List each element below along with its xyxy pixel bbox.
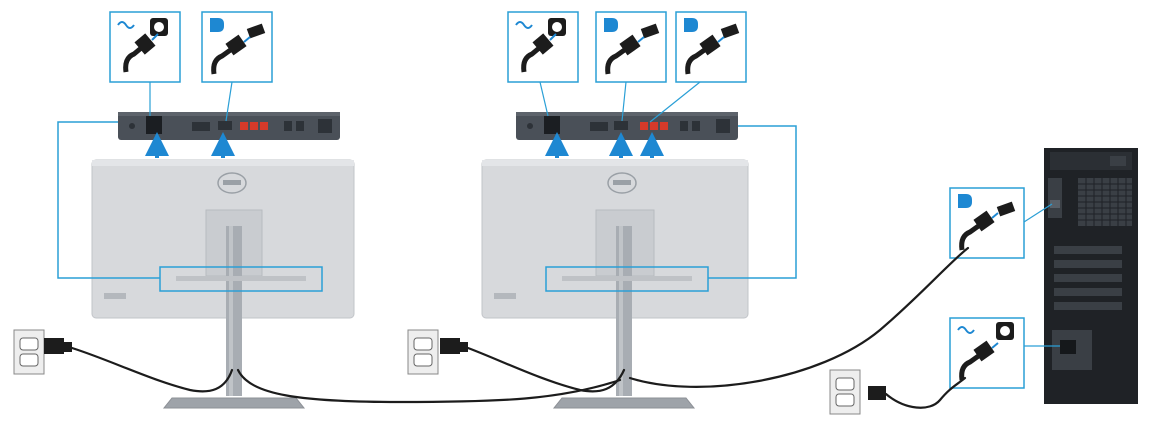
- callout-displayport-1: [201, 11, 273, 83]
- dp-in-port: [614, 121, 628, 130]
- monitor-2-cable-callout: [545, 266, 709, 292]
- power-plug-icon: [959, 349, 986, 381]
- dp-cable-m2-pc: [628, 246, 970, 388]
- callout-ac-power-1: [109, 11, 181, 83]
- callout-pc-displayport: [949, 187, 1025, 259]
- cables: [70, 246, 970, 409]
- wall-outlet-icon: [13, 329, 45, 375]
- power-cable-monitor-2: [466, 346, 626, 393]
- wall-outlet-icon: [407, 329, 439, 375]
- dell-logo-icon: [217, 172, 247, 194]
- callout-displayport-in-2: [595, 11, 667, 83]
- displayport-icon: [958, 194, 972, 208]
- power-port: [146, 116, 162, 134]
- monitor-1-base: [162, 397, 306, 409]
- dp-cable-m1-m2: [236, 368, 622, 404]
- tilde-ac-icon: [957, 326, 975, 334]
- monitor-1-cable-callout: [159, 266, 323, 292]
- monitor-2-base: [552, 397, 696, 409]
- power-port: [544, 116, 560, 134]
- dp-out-port: [640, 122, 648, 130]
- displayport-icon: [604, 18, 618, 32]
- power-plug-icon: [440, 338, 468, 354]
- pc-dp-port: [1050, 200, 1060, 208]
- pc-vent: [1078, 178, 1132, 226]
- monitor-1-io-panel: [118, 112, 340, 140]
- displayport-plug-icon: [605, 43, 632, 75]
- monitor-1-cable-route: [57, 121, 160, 279]
- pc-power-port: [1060, 340, 1076, 354]
- dell-logo-icon: [607, 172, 637, 194]
- power-plug-icon: [521, 42, 546, 73]
- wall-outlet-icon: [829, 369, 861, 415]
- displayport-icon: [684, 18, 698, 32]
- callout-displayport-out-2: [675, 11, 747, 83]
- monitor-2-cable-route: [708, 125, 797, 279]
- dp-in-port: [218, 121, 232, 130]
- monitor-2-io-panel: [516, 112, 738, 140]
- callout-ac-power-2: [507, 11, 579, 83]
- monitor-1-stand: [226, 226, 242, 396]
- displayport-plug-icon: [959, 219, 986, 251]
- displayport-plug-icon: [211, 43, 238, 75]
- power-plug-icon: [123, 42, 148, 73]
- power-plug-icon: [868, 386, 886, 400]
- power-plug-icon: [44, 338, 72, 354]
- power-cable-monitor-1: [70, 346, 234, 393]
- callout-pc-power: [949, 317, 1025, 389]
- displayport-icon: [210, 18, 224, 32]
- power-cable-pc: [884, 376, 967, 409]
- displayport-plug-icon: [685, 43, 712, 75]
- monitor-2: [481, 159, 749, 409]
- pc-tower: [1044, 148, 1138, 404]
- tilde-ac-icon: [117, 21, 135, 29]
- tilde-ac-icon: [515, 21, 533, 29]
